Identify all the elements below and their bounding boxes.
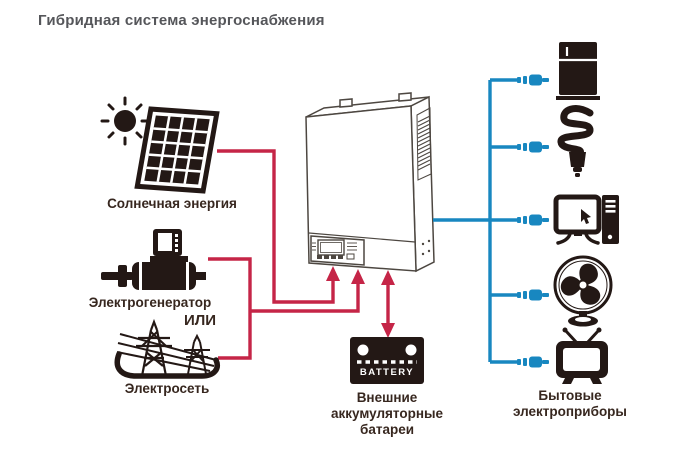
generator-icon	[101, 229, 206, 290]
battery-label-line1: Внешние	[356, 390, 418, 405]
hybrid-inverter-illustration	[305, 92, 435, 273]
plug-icon	[517, 214, 549, 226]
solar-panel-icon	[134, 106, 220, 194]
tv-icon	[556, 327, 608, 384]
battery-inverter-arrow	[381, 270, 395, 338]
generator-label: Электрогенератор	[88, 295, 212, 310]
battery-badge: BATTERY	[359, 367, 415, 378]
computer-icon	[553, 194, 619, 245]
battery-label-line2: аккумуляторные	[330, 406, 444, 421]
battery-label-line3: батареи	[359, 422, 415, 437]
generator-grid-bracket-line	[208, 257, 365, 360]
loads-label: Бытовые электроприборы	[488, 388, 652, 420]
vent-grille	[416, 107, 432, 256]
cfl-lamp-icon	[557, 105, 594, 177]
plug-icon	[517, 141, 549, 153]
solar-label: Солнечная энергия	[107, 196, 237, 211]
loads-label-line1: Бытовые	[538, 388, 602, 403]
power-grid-icon	[114, 318, 220, 379]
or-label: ИЛИ	[183, 312, 217, 329]
loads-label-line2: электроприборы	[513, 404, 627, 419]
load-trunk-line	[433, 78, 517, 364]
plug-icon	[517, 289, 549, 301]
battery-icon	[350, 337, 424, 384]
plug-icon	[517, 74, 549, 86]
inverter-display-panel	[308, 232, 416, 266]
grid-label: Электросеть	[124, 381, 210, 396]
sun-icon	[100, 96, 150, 146]
refrigerator-icon	[556, 42, 600, 100]
page-title: Гибридная система энергоснабжения	[38, 12, 325, 29]
plug-icon	[517, 356, 549, 368]
fan-icon	[553, 255, 613, 327]
solar-to-inverter-line	[217, 149, 340, 304]
battery-label: Внешние аккумуляторные батареи	[307, 390, 467, 438]
